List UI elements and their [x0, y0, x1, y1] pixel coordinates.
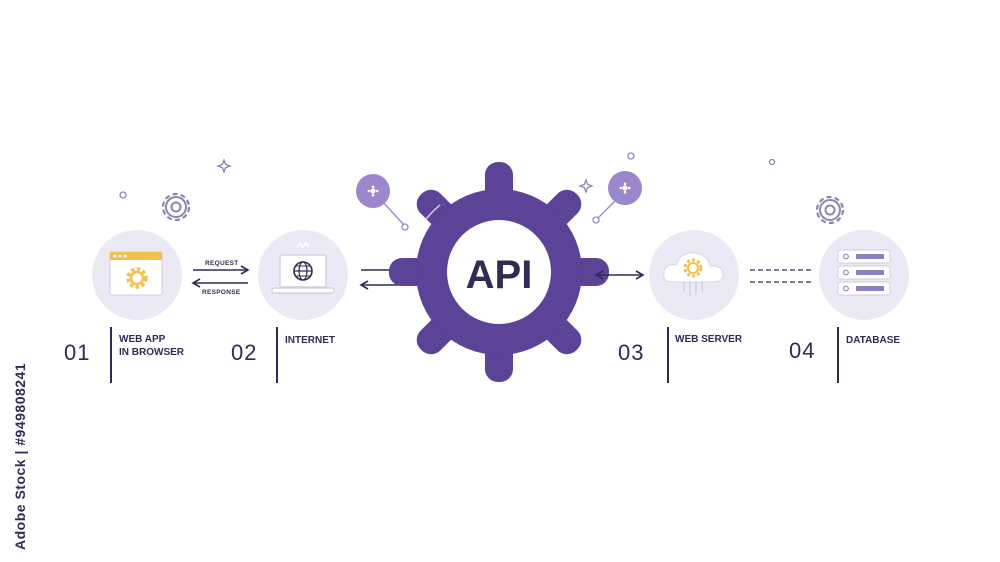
api-label: API	[466, 253, 533, 297]
step-number-02: 02	[231, 340, 258, 365]
browser-gear-icon	[109, 251, 163, 296]
database-node	[819, 230, 909, 320]
cloud-gear-icon	[663, 252, 724, 296]
response-arrow	[191, 278, 248, 288]
step-divider-02	[276, 327, 278, 383]
request-label: REQUEST	[205, 260, 239, 267]
step-divider-04	[837, 327, 839, 383]
api-satellite-right	[592, 171, 642, 224]
gear-icon	[161, 192, 191, 222]
api-server-arrow	[594, 270, 645, 280]
server-db-connection	[750, 269, 814, 283]
step-number-04: 04	[789, 338, 816, 363]
step-divider-01	[110, 327, 112, 383]
web-server-node	[649, 230, 739, 320]
gear-icon	[815, 195, 845, 225]
internet-node	[258, 230, 348, 320]
decor-dot	[119, 191, 127, 199]
laptop-globe-icon	[271, 241, 335, 294]
request-arrow	[193, 265, 250, 275]
stock-watermark: Adobe Stock | #949808241	[8, 322, 28, 552]
api-satellite-left	[356, 174, 409, 231]
decor-dot	[627, 152, 635, 160]
server-stack-icon	[837, 249, 891, 296]
sparkle-icon	[578, 178, 594, 194]
response-label: RESPONSE	[202, 289, 241, 296]
decor-dot	[768, 158, 776, 166]
step-label-database: DATABASE	[846, 335, 901, 346]
step-divider-03	[667, 327, 669, 383]
web-app-node	[92, 230, 182, 320]
step-number-03: 03	[618, 340, 645, 365]
step-number-01: 01	[64, 340, 91, 365]
api-gear: API	[389, 162, 609, 382]
sparkle-icon	[216, 158, 232, 174]
watermark-text: Adobe Stock | #949808241	[12, 362, 28, 550]
step-label-web-server: WEB SERVER	[675, 334, 743, 345]
step-label-web-app: WEB APP IN BROWSER	[119, 334, 184, 358]
step-label-internet: INTERNET	[285, 335, 335, 346]
